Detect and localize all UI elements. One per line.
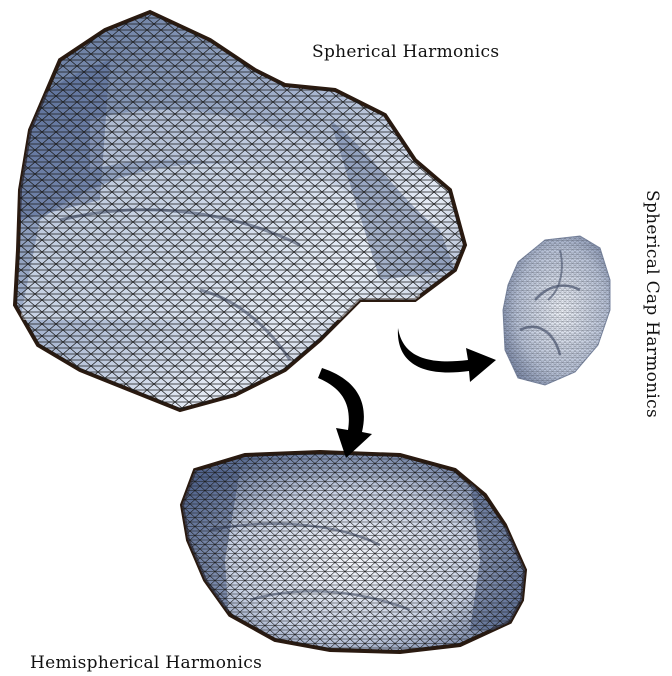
spherical-harmonics-label: Spherical Harmonics: [312, 42, 499, 62]
hemispherical-harmonics-mesh: [180, 450, 530, 655]
spherical-cap-harmonics-label: Spherical Cap Harmonics: [642, 190, 662, 418]
curved-arrow-icon: [318, 368, 372, 458]
curved-arrow-icon: [398, 328, 496, 382]
hemispherical-harmonics-label: Hemispherical Harmonics: [30, 653, 262, 673]
spherical-cap-harmonics-mesh: [500, 234, 615, 389]
